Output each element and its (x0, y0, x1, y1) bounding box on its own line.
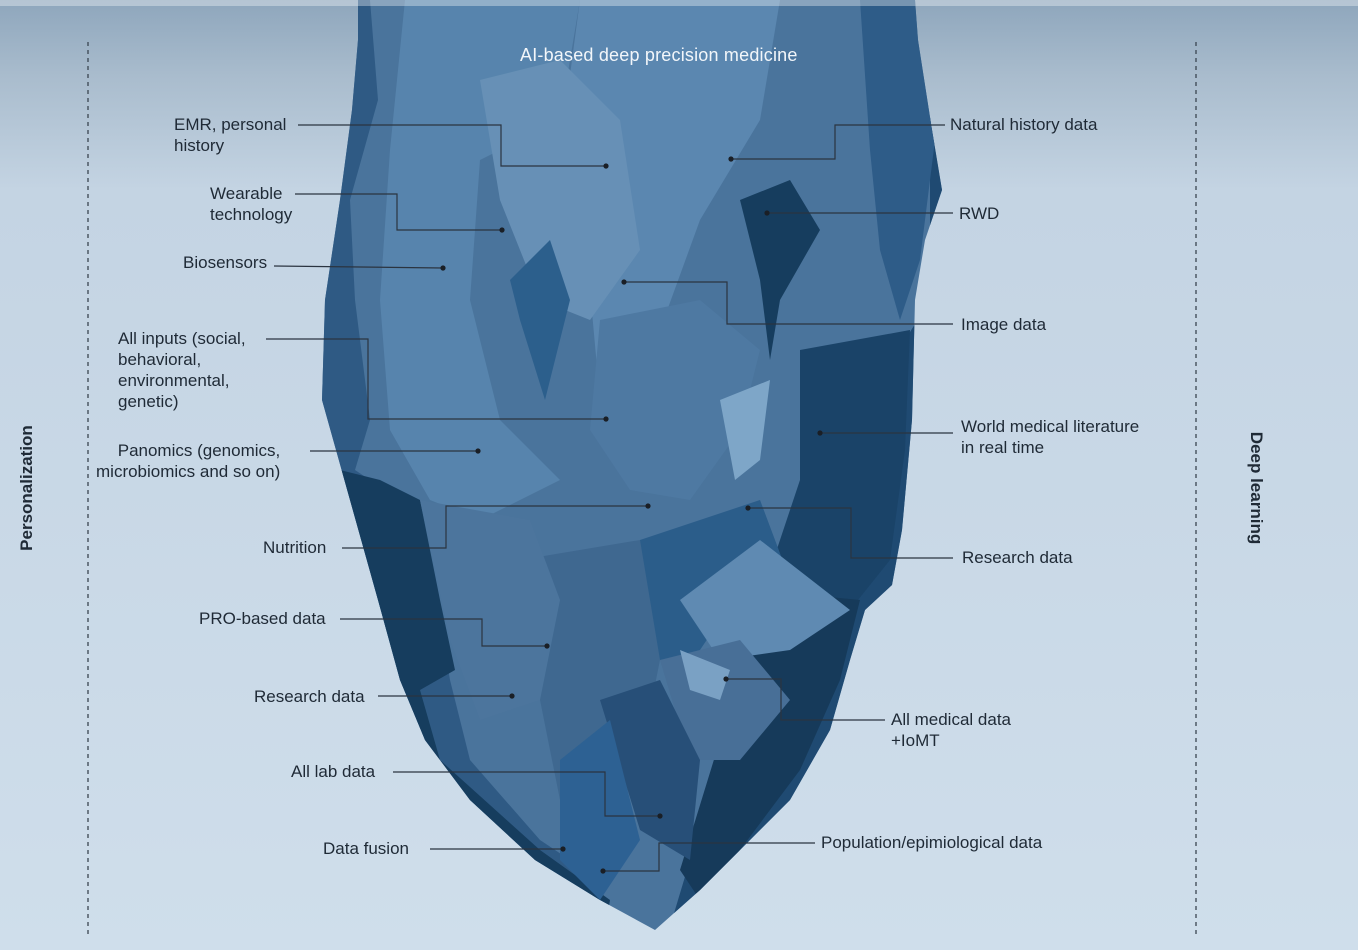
label-lab-data: All lab data (291, 762, 376, 781)
label-natural-history: Natural history data (950, 115, 1098, 134)
label-population: Population/epimiological data (821, 833, 1043, 852)
label-data-fusion: Data fusion (323, 839, 409, 858)
label-emr: EMR, personal history (174, 115, 287, 155)
right-axis-label: Deep learning (1247, 431, 1266, 545)
label-literature: World medical literature in real time (961, 417, 1140, 457)
label-rwd: RWD (959, 204, 1000, 223)
label-image-data: Image data (961, 315, 1047, 334)
left-axis-label: Personalization (17, 425, 36, 551)
leader-lines (266, 124, 953, 872)
label-panomics: Panomics (genomics, microbiomics and so … (96, 441, 281, 481)
label-biosensors: Biosensors (183, 253, 268, 272)
label-pro-data: PRO-based data (199, 609, 326, 628)
label-nutrition: Nutrition (263, 538, 327, 557)
water-surface (0, 0, 1358, 6)
leader-dots (440, 156, 823, 874)
label-wearable: Wearable technology (210, 184, 293, 224)
label-research-left: Research data (254, 687, 365, 706)
label-medical-data: All medical data +IoMT (891, 710, 1012, 750)
diagram-title: AI-based deep precision medicine (520, 45, 798, 65)
label-all-inputs: All inputs (social, behavioral, environm… (118, 329, 246, 411)
label-research-right: Research data (962, 548, 1073, 567)
